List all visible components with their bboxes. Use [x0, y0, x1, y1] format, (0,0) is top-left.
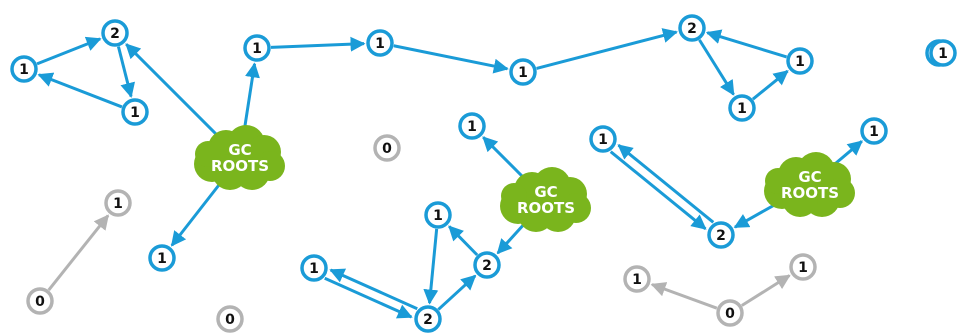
reference-count-label: 0 — [382, 141, 392, 157]
reference-count-label: 1 — [467, 119, 477, 135]
reference-count-label: 2 — [423, 312, 433, 328]
object-node-live: 2 — [707, 221, 735, 249]
reference-count-label: 2 — [110, 26, 120, 42]
reference-arrow-n11-n7 — [536, 28, 678, 70]
reference-arrow-n19-n20 — [324, 276, 413, 319]
reference-arrow-n22-n21 — [617, 144, 715, 224]
reference-arrow-r1-n2 — [125, 43, 222, 140]
reference-arrow-r2-n16 — [482, 136, 528, 182]
object-node-garbage: 0 — [373, 134, 401, 162]
reference-arrow-n20-n18 — [437, 274, 477, 311]
object-node-live: 1 — [458, 112, 486, 140]
reference-arrow-n18-n17 — [448, 225, 479, 257]
object-node-garbage: 1 — [789, 253, 817, 281]
reference-count-label: 1 — [869, 124, 879, 140]
reference-arrow-n6-n11 — [393, 44, 509, 74]
reference-arrow-n7-n9 — [698, 39, 735, 96]
object-node-garbage: 1 — [623, 265, 651, 293]
reference-count-label: 1 — [798, 260, 808, 276]
reference-count-label: 1 — [19, 62, 29, 78]
object-node-garbage: 1 — [104, 189, 132, 217]
object-node-live: 1 — [300, 254, 328, 282]
object-node-live: 1 — [366, 29, 394, 57]
object-node-live: 1 — [148, 244, 176, 272]
object-node-live: 1 — [728, 94, 756, 122]
reference-count-label: 1 — [113, 196, 123, 212]
reference-count-label: 1 — [130, 105, 140, 121]
reference-arrow-n12-n13 — [47, 214, 110, 291]
reference-arrow-n2-n3 — [116, 46, 136, 98]
reference-count-label: 1 — [938, 46, 948, 62]
reference-count-label: 1 — [632, 272, 642, 288]
reference-count-label: 1 — [433, 208, 443, 224]
reference-arrow-n17-n20 — [423, 228, 439, 305]
reference-arrow-n26-n27 — [741, 274, 791, 307]
object-node-garbage: 0 — [216, 305, 244, 333]
reference-count-label: 1 — [252, 41, 262, 57]
reference-count-label: 2 — [687, 21, 697, 37]
reference-count-label: 1 — [375, 36, 385, 52]
reference-count-label: 1 — [518, 65, 528, 81]
reference-count-label: 0 — [225, 312, 235, 328]
object-node-live: 1 — [786, 47, 814, 75]
object-node-live: 2 — [678, 14, 706, 42]
object-node-live: 1 — [10, 55, 38, 83]
reference-count-label: 1 — [157, 251, 167, 267]
reference-count-label: 2 — [482, 258, 492, 274]
reference-arrow-r1-n4 — [242, 62, 260, 135]
reference-count-label: 0 — [725, 306, 735, 322]
reference-count-label: 1 — [795, 54, 805, 70]
object-node-live: 2 — [101, 19, 129, 47]
reference-count-label: 1 — [737, 101, 747, 117]
reference-arrow-n8-n7 — [705, 29, 788, 59]
object-node-live: 2 — [414, 305, 442, 333]
reference-arrow-n3-n1 — [37, 72, 123, 109]
object-node-live: 1 — [929, 39, 957, 67]
object-node-live: 1 — [509, 58, 537, 86]
reference-arrow-r1-n5 — [170, 178, 225, 247]
object-node-live: 1 — [424, 201, 452, 229]
reference-arrow-n26-n25 — [650, 282, 718, 310]
reference-arrow-r3-n10 — [831, 140, 863, 168]
object-node-live: 1 — [243, 34, 271, 62]
reference-count-label: 0 — [35, 294, 45, 310]
object-node-live: 1 — [860, 117, 888, 145]
object-node-live: 2 — [473, 251, 501, 279]
reference-arrow-n9-n8 — [751, 69, 789, 101]
object-node-live: 1 — [589, 125, 617, 153]
reference-arrow-n20-n19 — [329, 268, 418, 311]
nodes-layer: 121111211110100112121211101 — [10, 14, 957, 333]
reference-count-label: 2 — [716, 228, 726, 244]
reference-count-label: 1 — [309, 261, 319, 277]
reference-arrow-n4-n6 — [270, 36, 366, 52]
object-node-live: 1 — [121, 98, 149, 126]
reference-arrow-n21-n22 — [609, 150, 707, 230]
edges-layer — [36, 28, 863, 319]
reference-count-label: 1 — [598, 132, 608, 148]
object-node-garbage: 0 — [716, 299, 744, 327]
object-node-garbage: 0 — [26, 287, 54, 315]
reference-arrow-n1-n2 — [36, 36, 102, 66]
